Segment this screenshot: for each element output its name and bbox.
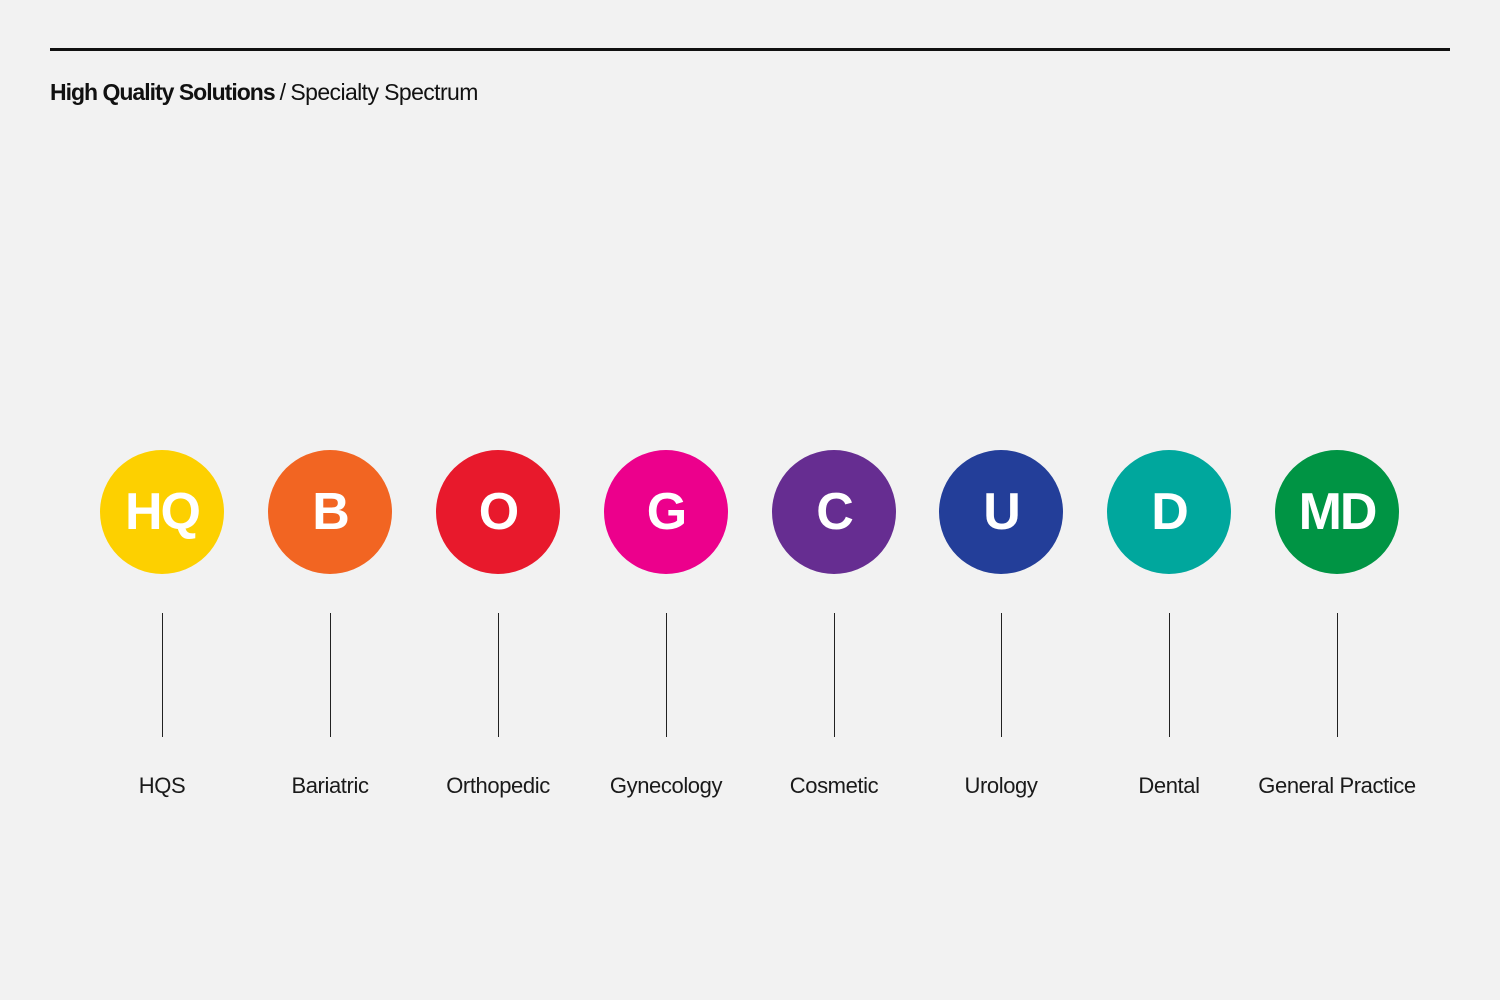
specialty-item-urology: U Urology: [901, 450, 1101, 810]
breadcrumb: High Quality Solutions/Specialty Spectru…: [50, 78, 478, 106]
specialty-label: HQS: [138, 773, 186, 798]
specialty-abbreviation: MD: [1298, 483, 1378, 541]
connector-line: [1168, 613, 1170, 737]
specialty-badge: O: [436, 450, 560, 574]
connector-line: [497, 613, 499, 737]
specialty-abbreviation: G: [646, 483, 687, 541]
top-rule: [50, 48, 1450, 51]
specialty-item-cosmetic: C Cosmetic: [734, 450, 934, 810]
specialty-abbreviation: C: [816, 483, 854, 541]
specialty-label: Cosmetic: [789, 773, 879, 798]
specialty-item-gynecology: G Gynecology: [566, 450, 766, 810]
specialty-label: Urology: [964, 773, 1038, 798]
specialty-abbreviation: O: [478, 483, 519, 541]
specialty-label: Gynecology: [609, 773, 723, 798]
page-title: Specialty Spectrum: [290, 79, 478, 105]
connector-line: [161, 613, 163, 737]
specialty-badge: C: [772, 450, 896, 574]
specialty-badge: U: [939, 450, 1063, 574]
specialty-abbreviation: U: [983, 483, 1021, 541]
specialty-abbreviation: D: [1151, 483, 1189, 541]
connector-line: [1000, 613, 1002, 737]
specialty-label: Bariatric: [291, 773, 369, 798]
specialty-label: General Practice: [1258, 773, 1416, 798]
specialty-badge: B: [268, 450, 392, 574]
specialty-label: Dental: [1138, 773, 1200, 798]
specialty-badge: HQ: [100, 450, 224, 574]
specialty-item-bariatric: B Bariatric: [230, 450, 430, 810]
specialty-abbreviation: HQ: [125, 483, 201, 541]
specialty-badge: MD: [1275, 450, 1399, 574]
specialty-item-dental: D Dental: [1069, 450, 1269, 810]
specialty-badge: G: [604, 450, 728, 574]
specialty-abbreviation: B: [312, 483, 350, 541]
breadcrumb-separator: /: [279, 79, 286, 105]
specialty-item-orthopedic: O Orthopedic: [398, 450, 598, 810]
specialty-item-general-practice: MD General Practice: [1237, 450, 1437, 810]
specialty-label: Orthopedic: [446, 773, 550, 798]
connector-line: [833, 613, 835, 737]
specialty-item-hqs: HQ HQS: [62, 450, 262, 810]
brand-name: High Quality Solutions: [50, 79, 276, 105]
connector-line: [329, 613, 331, 737]
connector-line: [665, 613, 667, 737]
connector-line: [1336, 613, 1338, 737]
specialty-badge: D: [1107, 450, 1231, 574]
